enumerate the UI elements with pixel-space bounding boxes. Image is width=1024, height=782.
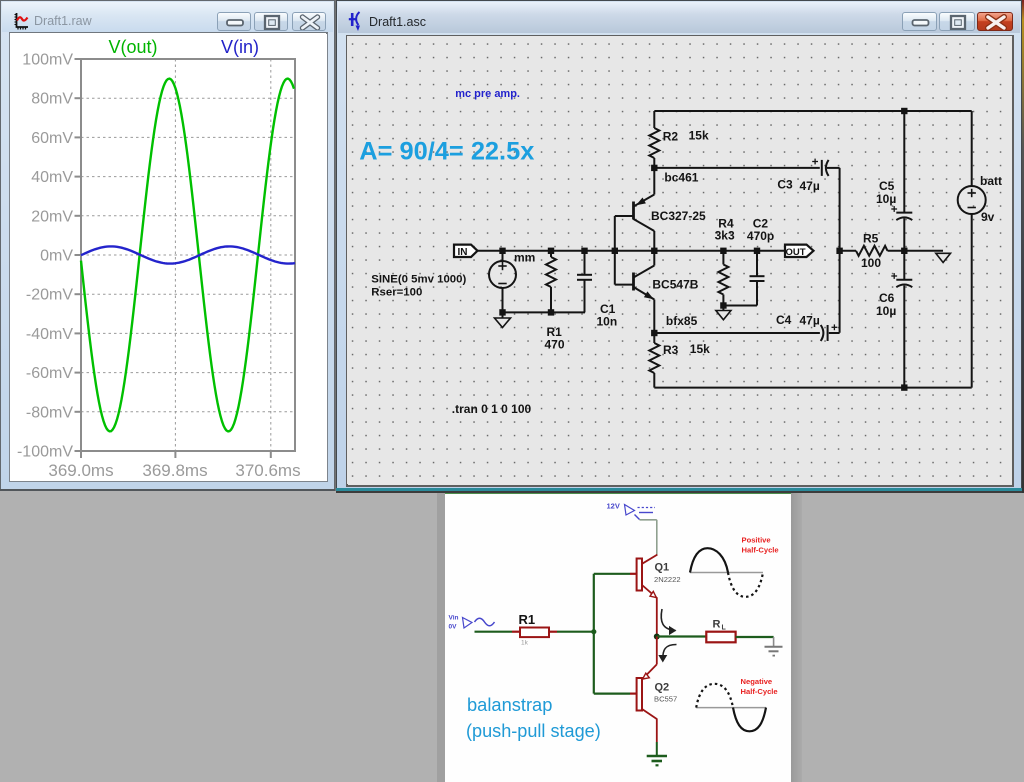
svg-text:C2: C2 [753,217,769,231]
svg-text:Half-Cycle: Half-Cycle [742,546,779,555]
svg-text:15k: 15k [689,129,709,143]
svg-text:mc pre amp.: mc pre amp. [455,88,520,100]
svg-text:C4: C4 [776,313,792,327]
svg-text:-20mV: -20mV [26,287,73,304]
svg-text:IN: IN [458,247,468,258]
svg-text:R2: R2 [663,130,679,144]
svg-text:-60mV: -60mV [26,365,73,382]
svg-text:0mV: 0mV [40,248,73,265]
svg-text:bfx85: bfx85 [666,314,698,328]
svg-text:-40mV: -40mV [26,326,73,343]
svg-text:10µ: 10µ [876,304,896,318]
svg-text:Half-Cycle: Half-Cycle [741,687,778,696]
svg-text:BC547B: BC547B [652,278,698,292]
svg-text:Negative: Negative [741,677,773,686]
svg-text:2N2222: 2N2222 [654,575,681,584]
svg-text:10µ: 10µ [876,192,896,206]
svg-text:47µ: 47µ [800,179,820,193]
svg-text:mm: mm [514,251,535,265]
svg-text:-80mV: -80mV [26,404,73,421]
svg-text:470p: 470p [747,229,774,243]
svg-text:L: L [722,625,727,632]
svg-text:R: R [713,619,721,631]
svg-text:20mV: 20mV [31,208,73,225]
svg-text:bc461: bc461 [664,171,698,185]
svg-text:10n: 10n [597,315,618,329]
svg-text:47µ: 47µ [800,314,820,328]
svg-text:R1: R1 [519,612,536,627]
svg-text:OUT: OUT [785,247,805,258]
svg-text:V(out): V(out) [108,37,157,57]
svg-text:Q1: Q1 [655,562,670,574]
svg-text:.tran 0 1 0 100: .tran 0 1 0 100 [452,402,532,416]
svg-text:BC327-25: BC327-25 [651,209,706,223]
svg-text:470: 470 [545,338,565,352]
svg-text:BC557: BC557 [654,695,677,704]
svg-text:1k: 1k [521,640,529,647]
svg-text:R1: R1 [547,325,563,339]
svg-text:3k3: 3k3 [715,229,735,243]
svg-text:R5: R5 [863,232,879,246]
svg-text:100: 100 [861,256,881,270]
svg-text:R4: R4 [718,217,734,231]
svg-text:-100mV: -100mV [17,444,73,461]
svg-text:(push-pull stage): (push-pull stage) [466,721,601,741]
svg-text:SINE(0 5mv 1000): SINE(0 5mv 1000) [371,274,466,286]
svg-text:369.8ms: 369.8ms [142,461,207,480]
svg-text:80mV: 80mV [31,91,73,108]
svg-text:C3: C3 [777,178,793,192]
svg-text:Rser=100: Rser=100 [371,286,422,298]
svg-text:R3: R3 [663,343,679,357]
svg-text:C5: C5 [879,179,895,193]
svg-text:C6: C6 [879,291,895,305]
svg-text:100mV: 100mV [22,52,73,69]
svg-text:Q2: Q2 [655,682,670,694]
svg-text:Vin: Vin [449,615,459,622]
svg-text:0V: 0V [449,624,458,631]
svg-text:369.0ms: 369.0ms [48,461,113,480]
svg-text:15k: 15k [690,342,710,356]
svg-text:Positive: Positive [742,536,771,545]
svg-text:V(in): V(in) [221,37,259,57]
svg-text:40mV: 40mV [31,169,73,186]
svg-text:9v: 9v [981,210,995,224]
svg-text:batt: batt [980,174,1002,188]
svg-text:60mV: 60mV [31,130,73,147]
svg-text:C1: C1 [600,302,616,316]
svg-text:balanstrap: balanstrap [467,694,552,715]
svg-text:12V: 12V [607,502,620,511]
svg-text:A= 90/4= 22.5x: A= 90/4= 22.5x [359,138,534,166]
svg-text:370.6ms: 370.6ms [235,461,300,480]
